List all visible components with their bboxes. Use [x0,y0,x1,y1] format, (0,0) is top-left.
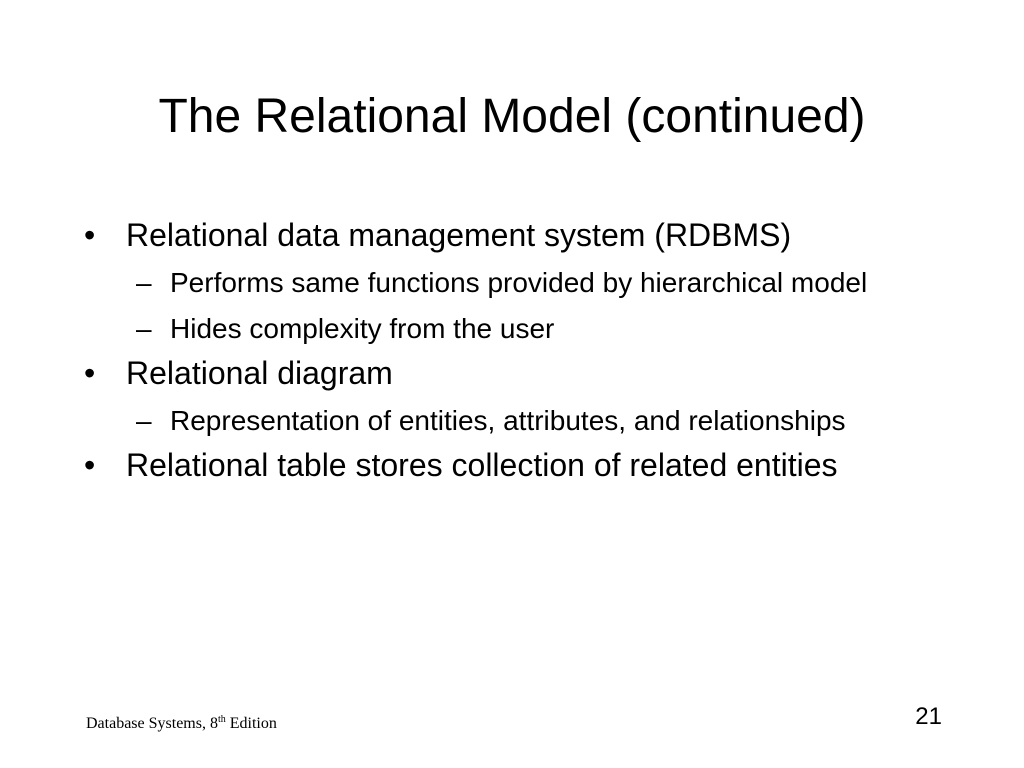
sub-bullet-item: – Representation of entities, attributes… [84,403,944,438]
footer-source-superscript: th [217,714,226,725]
bullet-list: • Relational data management system (RDB… [84,216,944,484]
footer-source: Database Systems, 8th Edition [86,714,277,734]
sub-bullet-text: Hides complexity from the user [170,313,555,344]
slide-title: The Relational Model (continued) [158,90,866,143]
sub-bullet-item: – Hides complexity from the user [84,311,944,346]
bullet-item: • Relational table stores collection of … [84,446,944,484]
bullet-text: Relational diagram [126,355,393,391]
bullet-marker: • [84,217,96,253]
sub-bullet-item: – Performs same functions provided by hi… [84,265,944,300]
sub-bullet-marker: – [136,313,152,344]
bullet-text: Relational table stores collection of re… [126,447,838,483]
slide-number: 21 [915,703,942,730]
footer-source-prefix: Database Systems, 8 [86,715,218,732]
bullet-text: Relational data management system (RDBMS… [126,217,792,253]
sub-bullet-marker: – [136,405,152,436]
bullet-item: • Relational diagram [84,354,944,392]
sub-bullet-text: Performs same functions provided by hier… [170,267,868,298]
sub-bullet-text: Representation of entities, attributes, … [170,405,846,436]
sub-bullet-marker: – [136,267,152,298]
footer-source-suffix: Edition [225,715,277,732]
bullet-marker: • [84,355,96,391]
bullet-marker: • [84,447,96,483]
bullet-item: • Relational data management system (RDB… [84,216,944,254]
